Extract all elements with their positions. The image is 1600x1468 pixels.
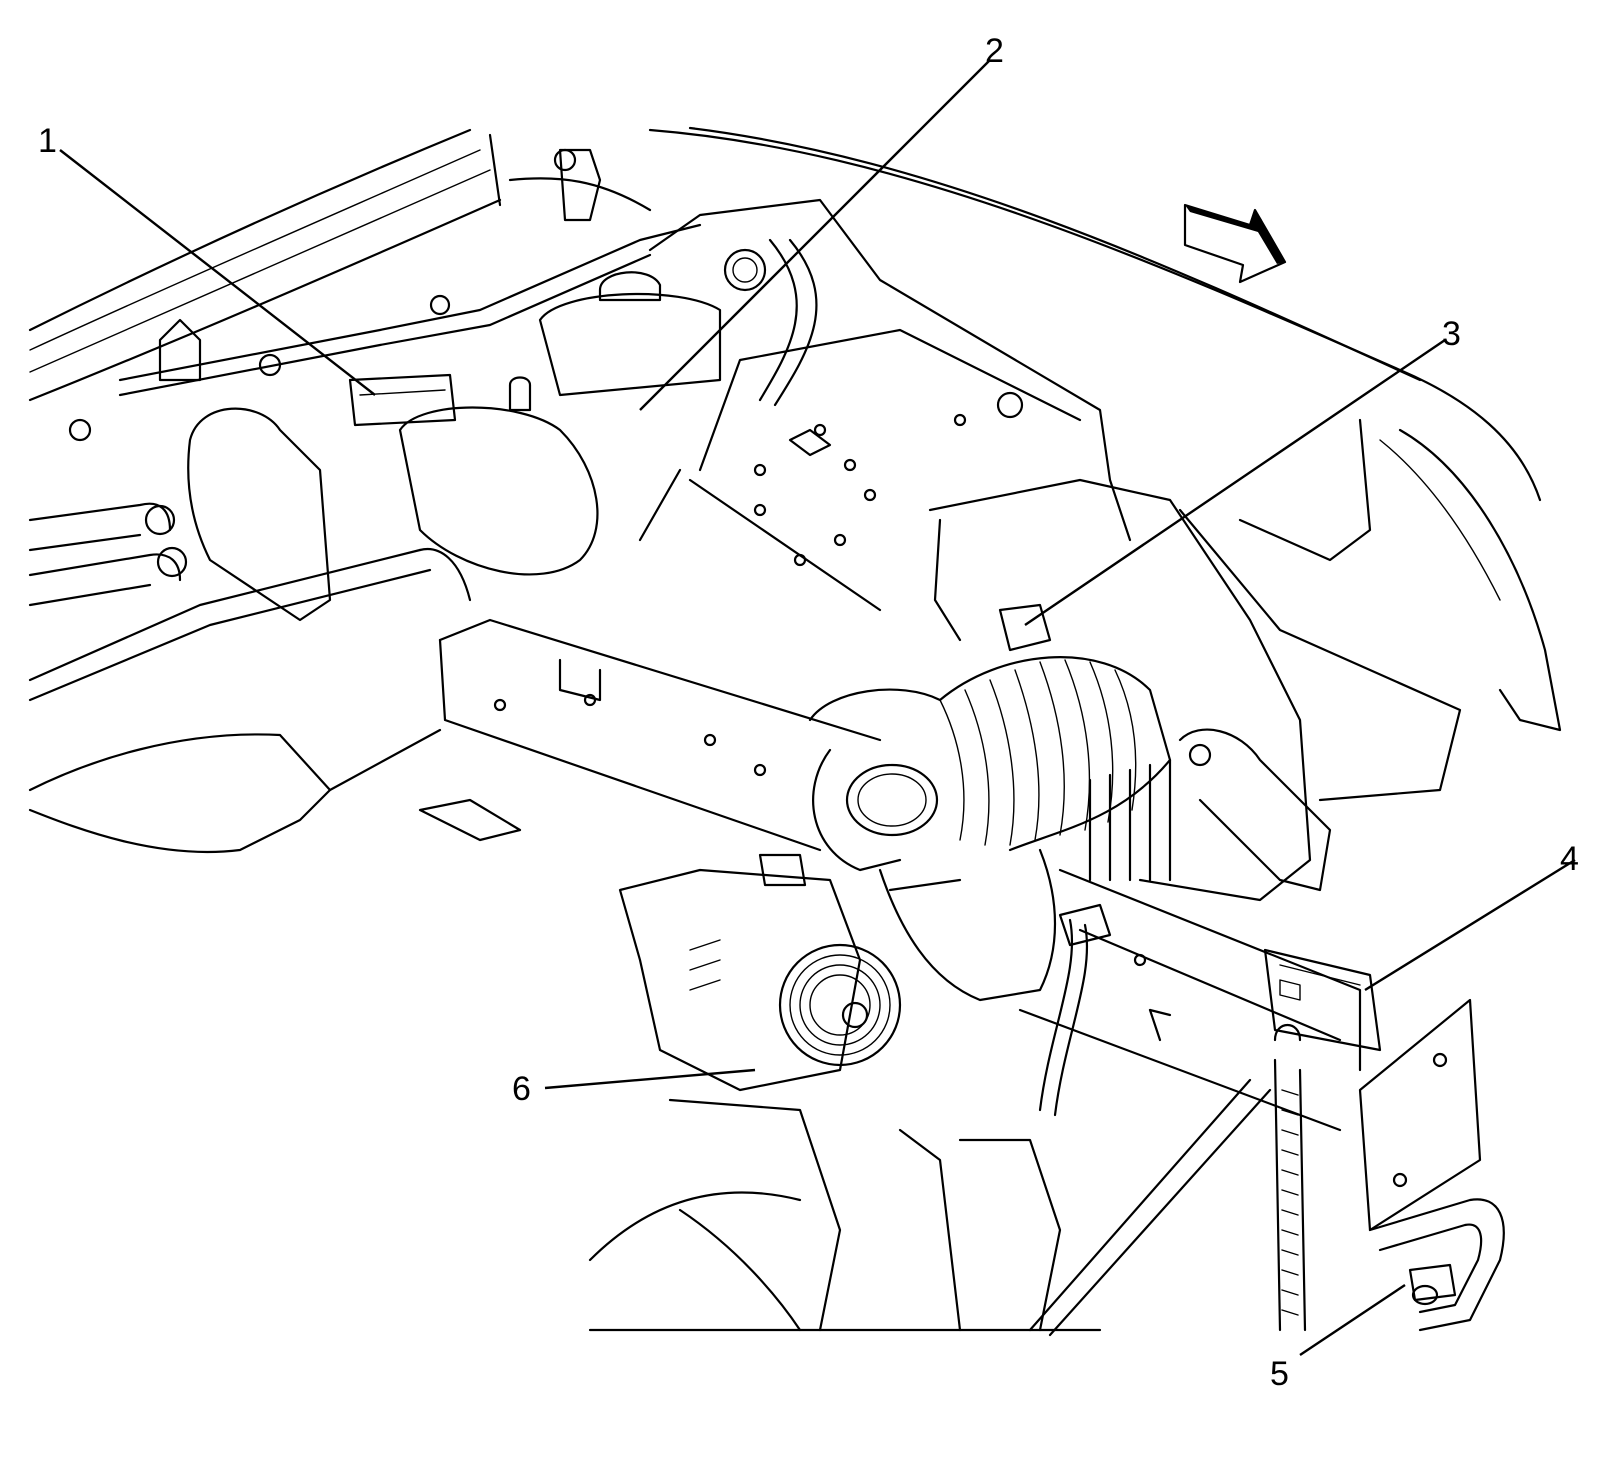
callout-6: 6	[512, 1070, 531, 1108]
callout-2: 2	[985, 32, 1004, 70]
leader-2	[639, 59, 991, 411]
forward-arrow-icon	[1183, 203, 1287, 284]
wiper-linkage	[68, 148, 702, 442]
leader-4	[1364, 858, 1576, 992]
windshield-cowl	[28, 128, 652, 402]
module-box	[1263, 948, 1382, 1052]
air-cleaner-housing	[928, 478, 1462, 902]
leader-3	[1024, 339, 1446, 626]
callout-1: 1	[38, 122, 57, 160]
heater-hoses	[28, 502, 472, 702]
callout-labels: 1 2 3 4 5 6	[38, 32, 1579, 1393]
intake-duct	[808, 603, 1172, 1002]
ac-compressor	[618, 853, 902, 1092]
callout-3: 3	[1442, 315, 1461, 353]
leader-6	[544, 1068, 756, 1090]
wiring-harness	[1038, 903, 1112, 1117]
leader-lines	[59, 59, 1576, 1356]
callout-4: 4	[1560, 840, 1579, 878]
leader-1	[59, 149, 376, 396]
hood-edge	[648, 126, 1562, 732]
radiator-support	[438, 618, 1362, 1132]
ac-line	[1368, 1198, 1505, 1332]
brake-booster	[187, 248, 767, 622]
callout-5: 5	[1270, 1355, 1289, 1393]
cooling-fan	[588, 1098, 1102, 1332]
leader-5	[1299, 1284, 1406, 1356]
left-fender	[28, 728, 522, 854]
engine-block	[638, 198, 1132, 612]
radiator	[1028, 998, 1482, 1337]
